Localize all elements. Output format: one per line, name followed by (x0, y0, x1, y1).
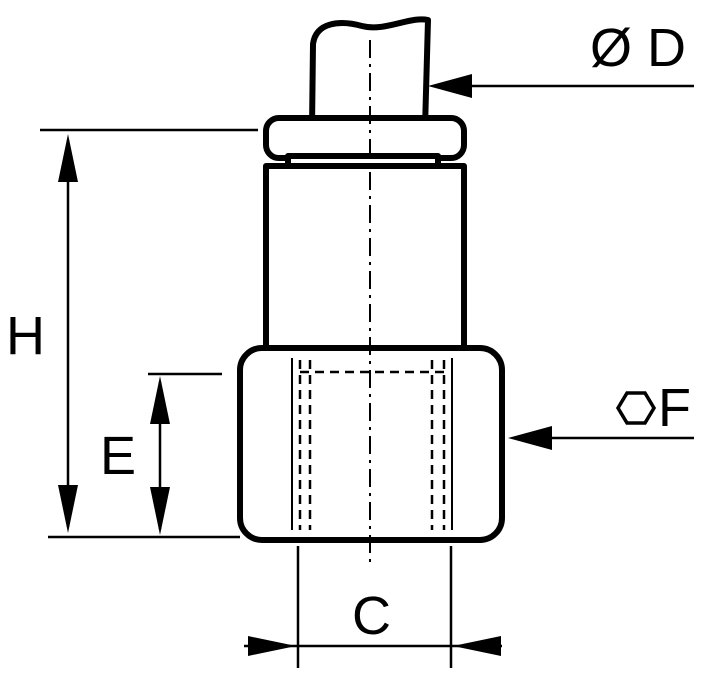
dim-c (244, 546, 502, 668)
label-e: E (100, 426, 136, 486)
dim-h (40, 128, 258, 539)
dim-d (428, 74, 694, 98)
label-f: F (658, 378, 691, 438)
fitting-body (263, 163, 467, 359)
release-collar (263, 115, 467, 169)
label-d: Ø D (590, 18, 686, 78)
dim-f (508, 426, 694, 450)
dim-e (148, 372, 222, 535)
label-h: H (6, 306, 45, 366)
hexagon-icon (615, 391, 657, 425)
label-c: C (352, 586, 391, 646)
